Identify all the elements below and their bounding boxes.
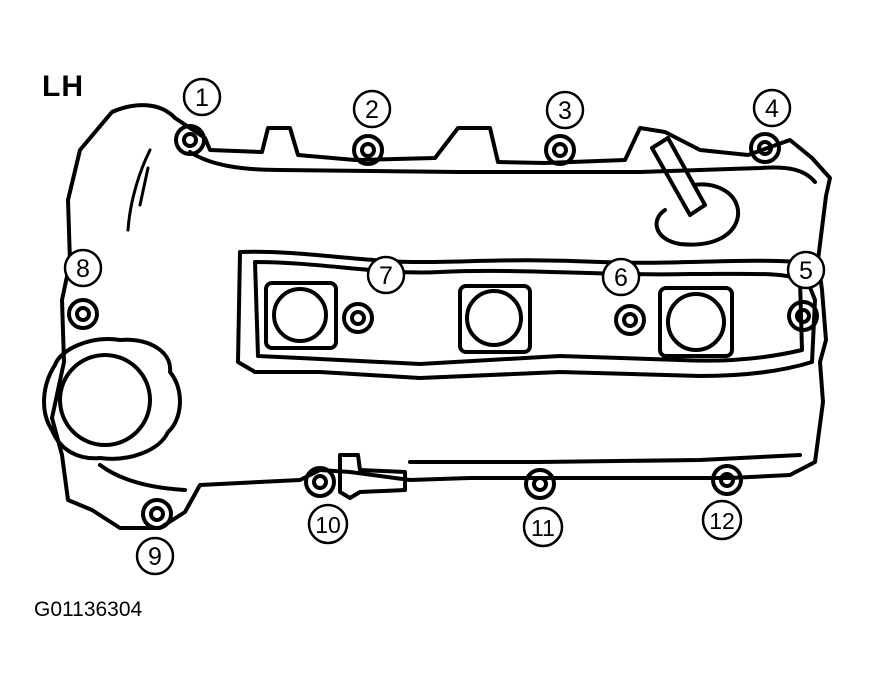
bolt-4	[749, 132, 781, 164]
callout-11: 11	[522, 506, 564, 548]
callout-9: 9	[135, 536, 175, 576]
callout-number: 3	[558, 97, 572, 125]
bolt-12	[711, 464, 743, 496]
callout-8: 8	[63, 248, 103, 288]
bolt-8	[67, 298, 99, 330]
bottom-flange-line	[98, 453, 802, 492]
bolt-9	[141, 498, 173, 530]
callout-number: 7	[379, 262, 393, 290]
callout-5: 5	[786, 250, 826, 290]
spark-plug-opening-left	[264, 281, 338, 350]
callout-number: 5	[799, 257, 813, 285]
spark-plug-opening-center	[458, 284, 532, 354]
callout-3: 3	[545, 90, 585, 130]
sensor-connector	[338, 453, 407, 500]
valve-cover-outline	[50, 103, 832, 530]
callout-number: 12	[709, 508, 735, 534]
spark-plug-bore-center	[465, 289, 523, 347]
bolt-6	[614, 304, 646, 336]
callout-number: 4	[765, 95, 779, 123]
figure-id: G01136304	[34, 598, 143, 621]
bolt-10	[304, 466, 336, 498]
callout-number: 11	[531, 515, 555, 541]
bolt-2	[352, 134, 384, 166]
callout-1: 1	[182, 77, 222, 117]
callout-number: 8	[76, 255, 90, 283]
callout-10: 10	[307, 503, 349, 545]
oil-filler-cap	[42, 337, 182, 461]
callout-2: 2	[352, 89, 392, 129]
callout-number: 9	[148, 543, 162, 571]
callout-number: 6	[614, 264, 628, 292]
bolt-1	[174, 124, 206, 156]
top-flange-line	[188, 150, 817, 184]
callout-6: 6	[601, 257, 641, 297]
bolt-5	[787, 300, 819, 332]
side-label: LH	[42, 70, 84, 103]
callout-12: 12	[701, 499, 743, 541]
bolt-11	[524, 468, 556, 500]
callout-4: 4	[752, 88, 792, 128]
spark-plug-opening-right	[658, 286, 734, 358]
spark-plug-bore-right	[666, 292, 726, 352]
bolt-7	[342, 302, 374, 334]
oil-filler-cap-inner	[58, 353, 152, 447]
breather-tube	[650, 136, 741, 247]
spark-plug-bore-left	[272, 287, 328, 343]
bolt-3	[544, 134, 576, 166]
callout-number: 10	[315, 512, 341, 538]
callout-7: 7	[366, 255, 406, 295]
callout-number: 2	[365, 96, 379, 124]
callout-number: 1	[195, 84, 209, 112]
left-shading	[126, 148, 152, 232]
